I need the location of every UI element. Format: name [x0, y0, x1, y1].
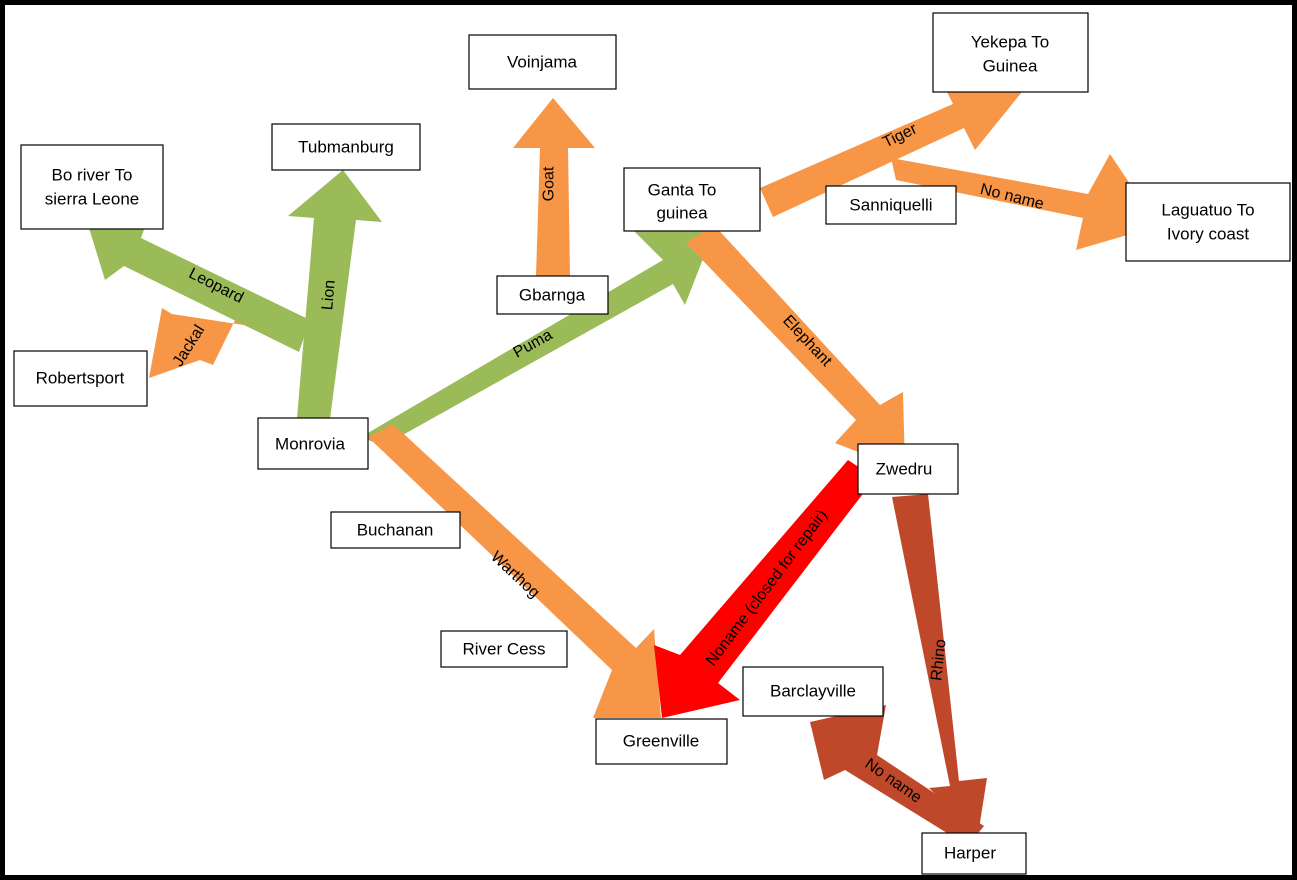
road-no-name-laguatuo-arrow [891, 154, 1158, 250]
svg-text:Gbarnga: Gbarnga [519, 286, 586, 305]
svg-text:Voinjama: Voinjama [507, 53, 577, 72]
node-laguatuo: Laguatuo To Ivory coast [1125, 182, 1291, 262]
svg-text:Monrovia: Monrovia [275, 435, 345, 454]
node-tubmanburg: Tubmanburg [271, 123, 421, 171]
svg-text:River Cess: River Cess [462, 640, 545, 659]
road-noname-closed-arrow [654, 460, 875, 718]
node-gbarnga: Gbarnga [496, 275, 609, 315]
svg-text:Bo river To: Bo river To [52, 166, 133, 185]
road-leopard-arrow [89, 213, 310, 352]
node-zwedru: Zwedru [857, 443, 959, 495]
node-sanniquelli: Sanniquelli [825, 185, 957, 225]
road-warthog-arrow [368, 424, 661, 718]
node-yekepa: Yekepa To Guinea [932, 12, 1089, 93]
svg-text:Sanniquelli: Sanniquelli [849, 196, 932, 215]
svg-text:Harper: Harper [944, 844, 996, 863]
node-voinjama: Voinjama [468, 34, 617, 90]
svg-text:Tubmanburg: Tubmanburg [298, 138, 394, 157]
svg-text:Ivory coast: Ivory coast [1167, 225, 1249, 244]
svg-text:Zwedru: Zwedru [876, 460, 933, 479]
svg-text:Guinea: Guinea [983, 57, 1038, 76]
node-greenville: Greenville [595, 718, 728, 765]
road-goat-label: Goat [541, 166, 558, 201]
svg-text:Robertsport: Robertsport [36, 369, 125, 388]
road-jackal-arrow [149, 308, 250, 378]
road-lion-label: Lion [319, 279, 339, 311]
node-monrovia: Monrovia [257, 417, 369, 470]
node-buchanan: Buchanan [330, 511, 461, 549]
road-goat-arrow [513, 98, 595, 276]
node-harper: Harper [921, 832, 1027, 875]
road-tiger-arrow [760, 82, 1030, 217]
svg-text:Laguatuo To: Laguatuo To [1161, 201, 1254, 220]
svg-text:sierra Leone: sierra Leone [45, 190, 140, 209]
svg-text:Yekepa To: Yekepa To [971, 33, 1049, 52]
svg-text:Buchanan: Buchanan [357, 521, 434, 540]
node-robertsport: Robertsport [13, 350, 148, 407]
road-puma-arrow [361, 226, 715, 446]
svg-text:Ganta To: Ganta To [648, 181, 717, 200]
svg-text:guinea: guinea [656, 204, 708, 223]
node-barclayville: Barclayville [742, 666, 884, 717]
node-bo-river: Bo river To sierra Leone [20, 144, 164, 230]
svg-text:Greenville: Greenville [623, 732, 700, 751]
road-rhino-label: Rhino [928, 638, 949, 681]
road-lion-arrow [288, 170, 382, 419]
svg-text:Barclayville: Barclayville [770, 682, 856, 701]
road-rhino-arrow [892, 494, 987, 835]
node-river-cess: River Cess [440, 630, 568, 668]
node-ganta: Ganta To guinea [623, 167, 761, 232]
road-elephant-arrow [686, 225, 905, 470]
road-no-name-barclayville-arrow [810, 705, 984, 846]
